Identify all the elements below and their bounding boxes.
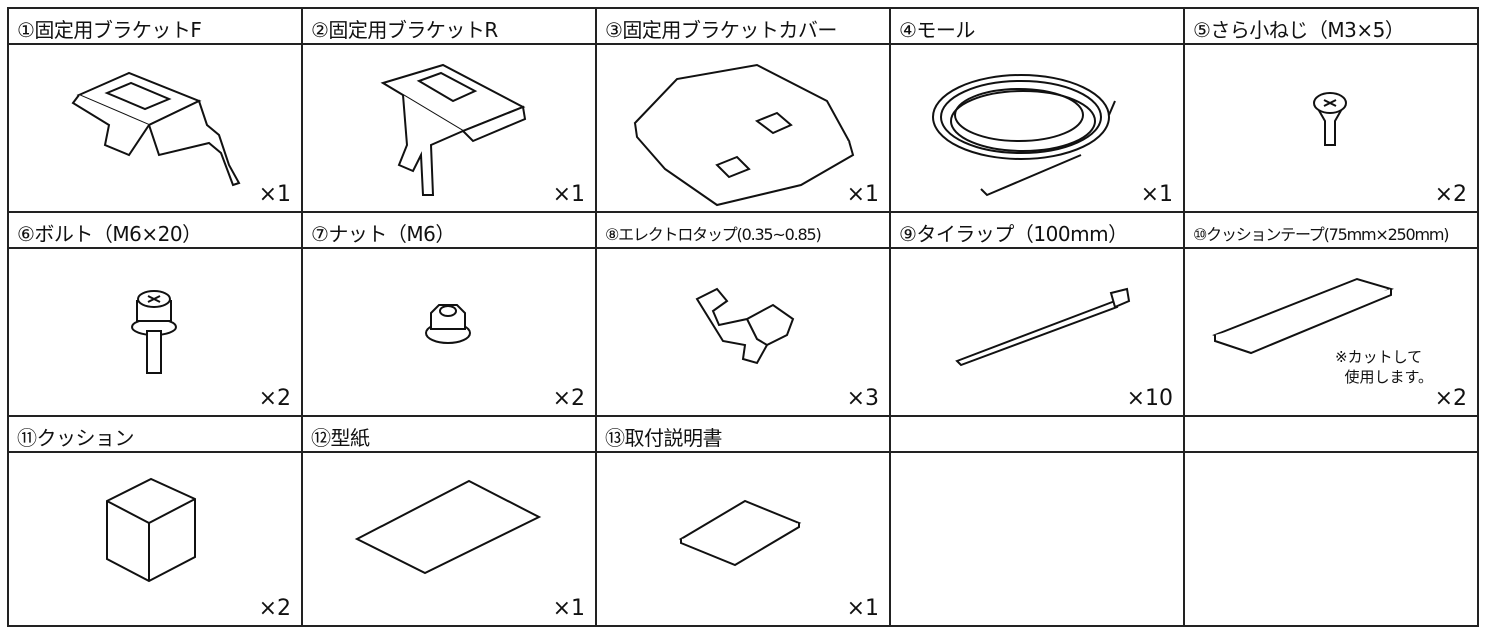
quantity: ×1	[1140, 182, 1173, 207]
part-cell: ※カットして 使用します。 ×2	[1183, 247, 1479, 417]
part-label: ⑫型紙	[311, 426, 370, 450]
quantity: ×1	[552, 596, 585, 621]
part-header: ④モール	[889, 7, 1185, 45]
part-label: ⑤さら小ねじ（M3×5）	[1193, 18, 1405, 42]
quantity: ×1	[258, 182, 291, 207]
empty-cell	[889, 451, 1185, 627]
part-label: ⑧エレクトロタップ(0.35~0.85)	[605, 225, 822, 244]
quantity: ×1	[846, 182, 879, 207]
quantity: ×2	[258, 596, 291, 621]
part-label: ④モール	[899, 18, 975, 42]
part-cell: ×3	[595, 247, 891, 417]
template-sheet-icon	[354, 479, 542, 575]
part-label: ⑬取付説明書	[605, 426, 723, 450]
quantity: ×3	[846, 386, 879, 411]
part-header: ⑧エレクトロタップ(0.35~0.85)	[595, 211, 891, 249]
empty-header	[889, 415, 1185, 453]
part-label: ⑩クッションテープ(75mm×250mm)	[1193, 225, 1450, 244]
part-label: ⑥ボルト（M6×20）	[17, 222, 202, 246]
part-label: ③固定用ブラケットカバー	[605, 18, 837, 42]
cushion-tape-icon	[1212, 277, 1394, 355]
part-cell: ×1	[301, 451, 597, 627]
quantity: ×1	[846, 596, 879, 621]
part-label: ①固定用ブラケットF	[17, 18, 202, 42]
part-cell: ×2	[301, 247, 597, 417]
part-header: ⑩クッションテープ(75mm×250mm)	[1183, 211, 1479, 249]
part-label: ⑨タイラップ（100mm）	[899, 222, 1128, 246]
cushion-cube-icon	[106, 477, 196, 583]
part-header: ②固定用ブラケットR	[301, 7, 597, 45]
quantity: ×2	[1434, 386, 1467, 411]
part-label: ⑪クッション	[17, 426, 135, 450]
part-cell: ×1	[889, 43, 1185, 213]
empty-header	[1183, 415, 1479, 453]
part-cell: ×10	[889, 247, 1185, 417]
quantity: ×2	[258, 386, 291, 411]
part-header: ③固定用ブラケットカバー	[595, 7, 891, 45]
bracket-r-icon	[380, 63, 527, 196]
part-header: ⑦ナット（M6）	[301, 211, 597, 249]
part-cell: ×2	[7, 247, 303, 417]
empty-cell	[1183, 451, 1479, 627]
bolt-icon	[131, 290, 177, 374]
part-label: ⑦ナット（M6）	[311, 222, 455, 246]
part-header: ①固定用ブラケットF	[7, 7, 303, 45]
bracket-f-icon	[71, 71, 241, 187]
quantity: ×10	[1126, 386, 1173, 411]
part-cell: ×2	[1183, 43, 1479, 213]
note-line: 使用します。	[1344, 368, 1434, 386]
part-header: ⑤さら小ねじ（M3×5）	[1183, 7, 1479, 45]
flat-screw-icon	[1313, 92, 1347, 146]
part-header: ⑫型紙	[301, 415, 597, 453]
part-cell: ×1	[595, 451, 891, 627]
electro-tap-icon	[695, 287, 795, 365]
part-header: ⑨タイラップ（100mm）	[889, 211, 1185, 249]
part-header: ⑪クッション	[7, 415, 303, 453]
part-cell: ×2	[7, 451, 303, 627]
note-line: ※カットして	[1335, 348, 1423, 366]
quantity: ×2	[1434, 182, 1467, 207]
quantity: ×2	[552, 386, 585, 411]
part-header: ⑬取付説明書	[595, 415, 891, 453]
molding-coil-icon	[932, 74, 1116, 197]
quantity: ×1	[552, 182, 585, 207]
cut-note: ※カットして 使用します。	[1335, 347, 1433, 387]
part-cell: ×1	[301, 43, 597, 213]
bracket-cover-icon	[633, 63, 855, 207]
part-cell: ×1	[595, 43, 891, 213]
cable-tie-icon	[955, 287, 1131, 367]
manual-icon	[678, 499, 802, 567]
nut-icon	[425, 304, 471, 344]
part-cell: ×1	[7, 43, 303, 213]
part-label: ②固定用ブラケットR	[311, 18, 498, 42]
part-header: ⑥ボルト（M6×20）	[7, 211, 303, 249]
parts-table: ①固定用ブラケットF ②固定用ブラケットR ③固定用ブラケットカバー ④モール …	[7, 7, 1479, 627]
